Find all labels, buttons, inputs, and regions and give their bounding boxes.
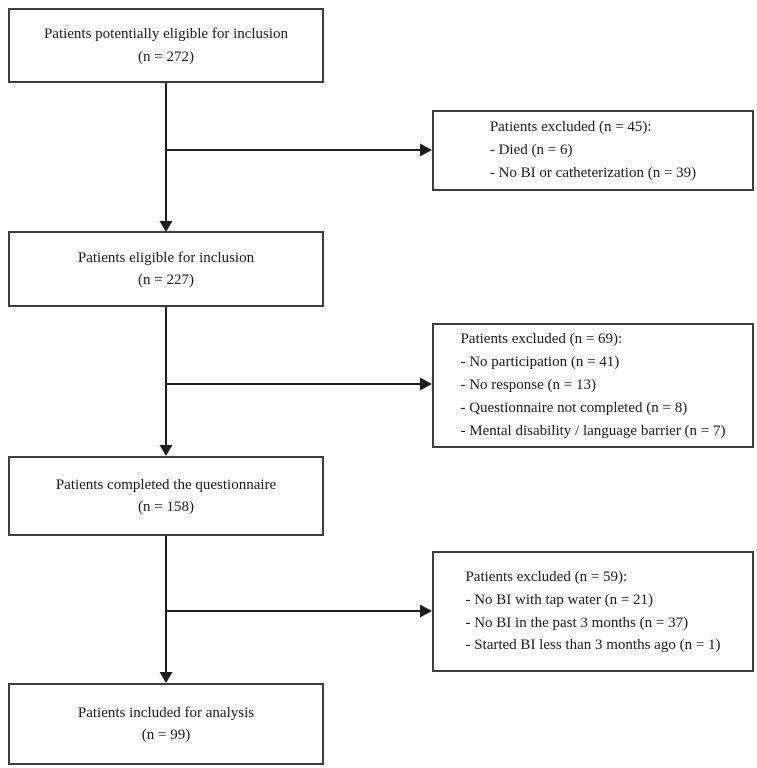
box-excluded-69: Patients excluded (n = 69): - No partici… [432, 323, 754, 448]
exclusion-item: - No BI in the past 3 months (n = 37) [465, 614, 689, 631]
box-label: Patients included for analysis [77, 704, 255, 721]
down-arrow-2 [159, 307, 173, 456]
branch-arrow-3 [166, 604, 432, 618]
box-completed-questionnaire: Patients completed the questionnaire (n … [8, 456, 324, 536]
exclusion-title: Patients excluded (n = 69): [460, 331, 623, 348]
exclusion-item: - Questionnaire not completed (n = 8) [460, 399, 688, 416]
box-excluded-45: Patients excluded (n = 45): - Died (n = … [432, 110, 754, 191]
exclusion-item: - Mental disability / language barrier (… [460, 422, 726, 439]
box-count: (n = 158) [138, 499, 194, 515]
box-count: (n = 227) [138, 272, 194, 288]
arrow-head [159, 221, 173, 232]
box-label: Patients completed the questionnaire [55, 476, 277, 493]
arrow-head [420, 604, 432, 618]
exclusion-item: - Died (n = 6) [489, 142, 573, 159]
exclusion-title: Patients excluded (n = 45): [489, 119, 652, 136]
box-eligible: Patients eligible for inclusion (n = 227… [8, 231, 324, 307]
arrow-head [420, 143, 432, 157]
arrow-head [159, 445, 173, 456]
arrow-head [159, 672, 173, 683]
box-count: (n = 272) [138, 48, 194, 65]
arrow-head [420, 377, 432, 391]
exclusion-text: Patients excluded (n = 59): - No BI with… [465, 566, 720, 658]
box-excluded-59: Patients excluded (n = 59): - No BI with… [432, 551, 754, 672]
branch-arrow-2 [166, 377, 432, 391]
box-count: (n = 99) [141, 727, 191, 743]
down-arrow-3 [159, 536, 173, 683]
box-potentially-eligible: Patients potentially eligible for inclus… [8, 8, 324, 83]
exclusion-item: - No participation (n = 41) [460, 354, 620, 371]
down-arrow-1 [159, 83, 173, 232]
exclusion-title: Patients excluded (n = 59): [465, 568, 628, 585]
exclusion-item: - Started BI less than 3 months ago (n =… [465, 637, 721, 654]
box-label: Patients eligible for inclusion [77, 249, 255, 266]
exclusion-text: Patients excluded (n = 45): - Died (n = … [490, 116, 696, 185]
exclusion-item: - No BI or catheterization (n = 39) [489, 164, 697, 181]
box-included-for-analysis: Patients included for analysis (n = 99) [8, 683, 324, 765]
exclusion-item: - No response (n = 13) [460, 377, 596, 394]
exclusion-text: Patients excluded (n = 69): - No partici… [460, 328, 725, 443]
box-label: Patients potentially eligible for inclus… [43, 26, 289, 42]
exclusion-item: - No BI with tap water (n = 21) [465, 591, 654, 608]
branch-arrow-1 [166, 143, 432, 157]
